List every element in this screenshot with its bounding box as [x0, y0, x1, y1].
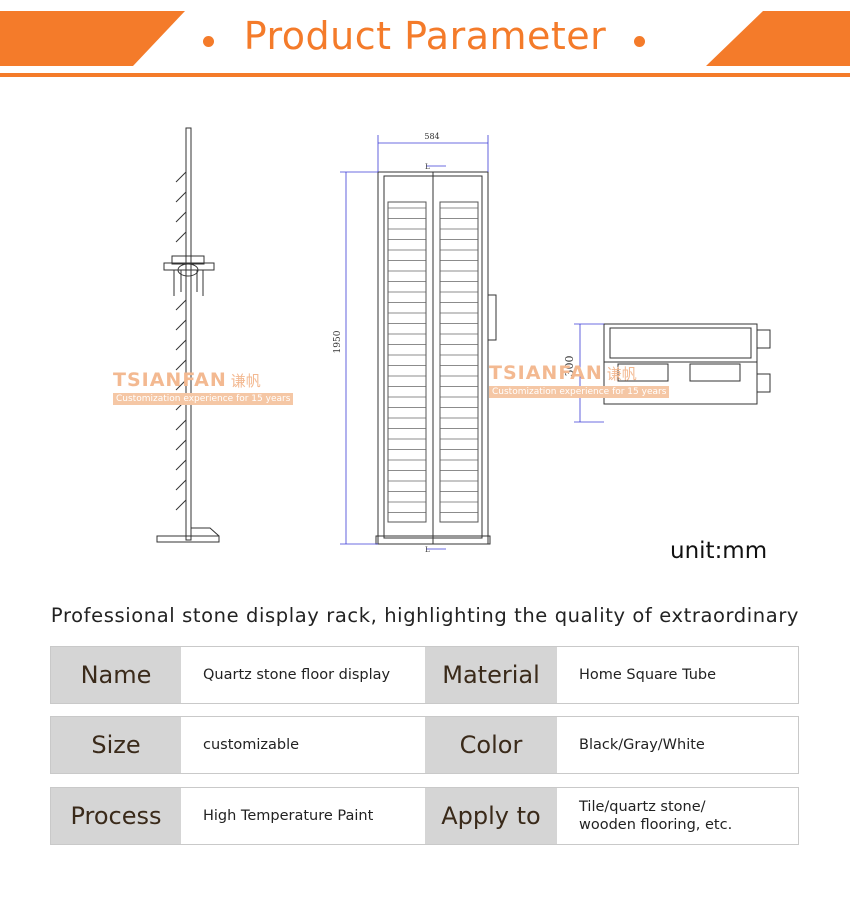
- side-view: [156, 127, 220, 543]
- unit-label: unit:mm: [670, 538, 768, 564]
- product-subtitle: Professional stone display rack, highlig…: [50, 604, 800, 627]
- front-view: [375, 171, 497, 545]
- technical-drawing: 584 1950 L L 300: [156, 127, 771, 554]
- top-view: [603, 323, 771, 405]
- watermark-brand: TSIANFAN: [489, 362, 603, 384]
- spec-value-material: Home Square Tube: [579, 667, 717, 683]
- spec-label-process: Process: [51, 788, 181, 844]
- watermark-brand-cn: 谦帆: [230, 372, 261, 390]
- header-dot-right: [634, 36, 645, 47]
- spec-value-size: customizable: [203, 737, 300, 753]
- spec-label-color: Color: [425, 717, 557, 773]
- header-dot-left: [203, 36, 214, 47]
- spec-value-name: Quartz stone floor display: [203, 667, 391, 683]
- spec-label-material: Material: [425, 647, 557, 703]
- watermark-brand-cn: 谦帆: [606, 365, 637, 383]
- section-mark-top: L: [425, 163, 430, 171]
- spec-value-apply-to: Tile/quartz stone/ wooden flooring, etc.: [579, 799, 733, 833]
- watermark-tagline: Customization experience for 15 years: [113, 393, 294, 405]
- spec-row-3: Process High Temperature Paint Apply to …: [50, 787, 799, 845]
- spec-row-1: Name Quartz stone floor display Material…: [50, 646, 799, 704]
- page-title: Product Parameter: [243, 14, 607, 58]
- spec-label-apply-to: Apply to: [425, 788, 557, 844]
- header-banner: Product Parameter: [0, 0, 850, 82]
- height-dimension-label: 1950: [333, 330, 343, 353]
- spec-label-name: Name: [51, 647, 181, 703]
- spec-value-process: High Temperature Paint: [203, 808, 374, 824]
- watermark-brand: TSIANFAN: [113, 369, 227, 391]
- section-mark-bottom: L: [425, 546, 430, 554]
- spec-label-size: Size: [51, 717, 181, 773]
- width-dimension-label: 584: [424, 132, 439, 141]
- depth-dimension: [574, 323, 604, 423]
- depth-dimension-label: 300: [563, 356, 576, 377]
- header-underline: [0, 73, 850, 77]
- spec-value-color: Black/Gray/White: [579, 737, 705, 753]
- header-decoration: [0, 11, 850, 66]
- front-dimensions: [340, 135, 489, 550]
- watermark-tagline: Customization experience for 15 years: [489, 386, 670, 398]
- spec-row-2: Size customizable Color Black/Gray/White: [50, 716, 799, 774]
